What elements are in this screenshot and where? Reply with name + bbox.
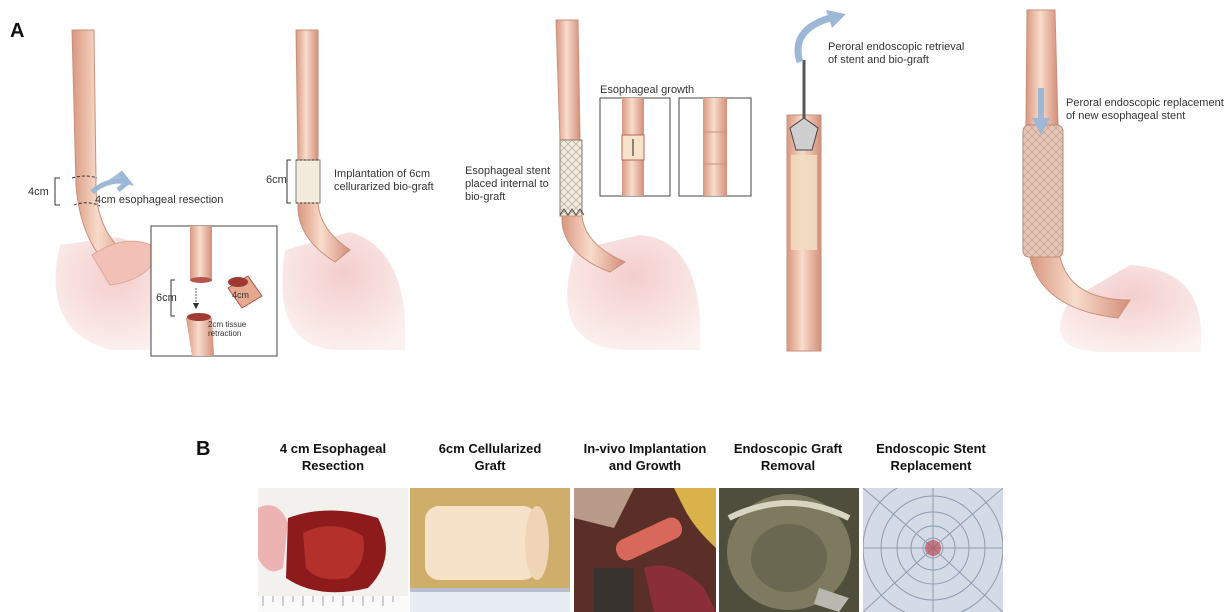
photo-graft [410, 488, 570, 612]
removal-image [719, 488, 859, 612]
step1-measure-label: 4cm [28, 186, 49, 199]
step2-implantation-label: Implantation of 6cm cellurarized bio-gra… [334, 168, 434, 194]
photo-title-implantation: In-vivo Implantation and Growth [570, 440, 720, 474]
photo-title-stent: Endoscopic Stent Replacement [856, 440, 1006, 474]
photo-title-graft: 6cm Cellularized Graft [415, 440, 565, 474]
step1-inset-note: 2cm tissue retraction [208, 320, 246, 338]
photo-removal [719, 488, 859, 612]
step5-replacement-label: Peroral endoscopic replacement of new es… [1066, 97, 1224, 123]
step4-retrieval-label: Peroral endoscopic retrieval of stent an… [828, 41, 964, 67]
step1-resection-label: 4cm esophageal resection [95, 194, 223, 207]
step3-growth-title: Esophageal growth [600, 84, 694, 97]
implantation-image [574, 488, 716, 612]
photo-title-resection: 4 cm Esophageal Resection [258, 440, 408, 474]
resected-tissue-image [258, 488, 408, 612]
step2-measure-label: 6cm [266, 174, 287, 187]
photo-stent [863, 488, 1003, 612]
step1-inset-piece-label: 4cm [232, 289, 249, 302]
step5-anatomy [1023, 10, 1201, 352]
photo-title-removal: Endoscopic Graft Removal [713, 440, 863, 474]
graft-image [410, 488, 570, 612]
step1-inset-measure-label: 6cm [156, 292, 177, 305]
panel-b-letter: B [196, 438, 210, 461]
photo-resection [258, 488, 408, 612]
step3-growth-insets [600, 98, 751, 196]
photo-implantation [574, 488, 716, 612]
step3-stent-label: Esophageal stent placed internal to bio-… [465, 165, 550, 204]
stent-image [863, 488, 1003, 612]
